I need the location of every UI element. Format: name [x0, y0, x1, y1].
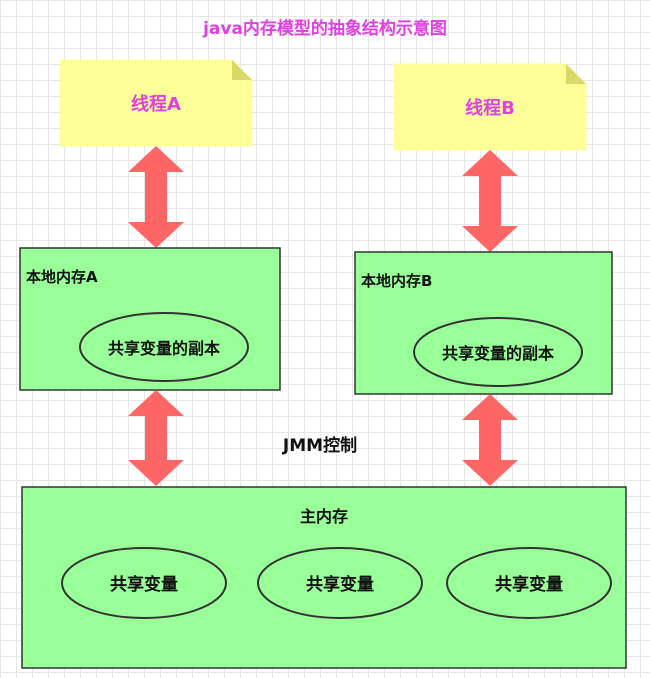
shared-variable-label-3: 共享变量 [495, 574, 563, 595]
thread-b-note-body [393, 63, 587, 151]
thread-a-note-body [59, 59, 253, 147]
thread-a-note-fold [232, 60, 252, 80]
shared-variable-ellipse-1 [61, 547, 227, 619]
arrow-thread-b-local-b [462, 150, 518, 252]
thread-a-label: 线程A [131, 93, 181, 115]
arrow-thread-a-local-a [128, 146, 184, 248]
arrow-local-b-main [462, 394, 518, 486]
local-memory-a-copy-label: 共享变量的副本 [108, 339, 220, 358]
local-memory-b-copy-ellipse [413, 317, 583, 387]
shared-variable-ellipse-3 [446, 547, 612, 619]
thread-a-note: 线程A [59, 59, 253, 147]
local-memory-b-label: 本地内存B [361, 272, 432, 290]
shared-variable-ellipse-2 [257, 547, 423, 619]
local-memory-a-label: 本地内存A [26, 268, 98, 286]
local-memory-b: 本地内存B 共享变量的副本 [354, 251, 613, 395]
main-memory-label: 主内存 [300, 507, 348, 526]
thread-b-note-fold [566, 64, 586, 84]
thread-b-note: 线程B [393, 63, 587, 151]
shared-variable-label-1: 共享变量 [110, 574, 178, 595]
arrow-local-a-main [128, 390, 184, 486]
local-memory-a: 本地内存A 共享变量的副本 [19, 247, 281, 391]
main-memory: 主内存 共享变量 共享变量 共享变量 [21, 486, 627, 669]
shared-variable-label-2: 共享变量 [306, 574, 374, 595]
local-memory-b-copy-label: 共享变量的副本 [442, 344, 554, 363]
jmm-control-label: JMM控制 [282, 435, 357, 456]
thread-b-label: 线程B [465, 97, 515, 119]
local-memory-a-copy-ellipse [79, 312, 249, 382]
diagram-title: java内存模型的抽象结构示意图 [202, 18, 447, 39]
